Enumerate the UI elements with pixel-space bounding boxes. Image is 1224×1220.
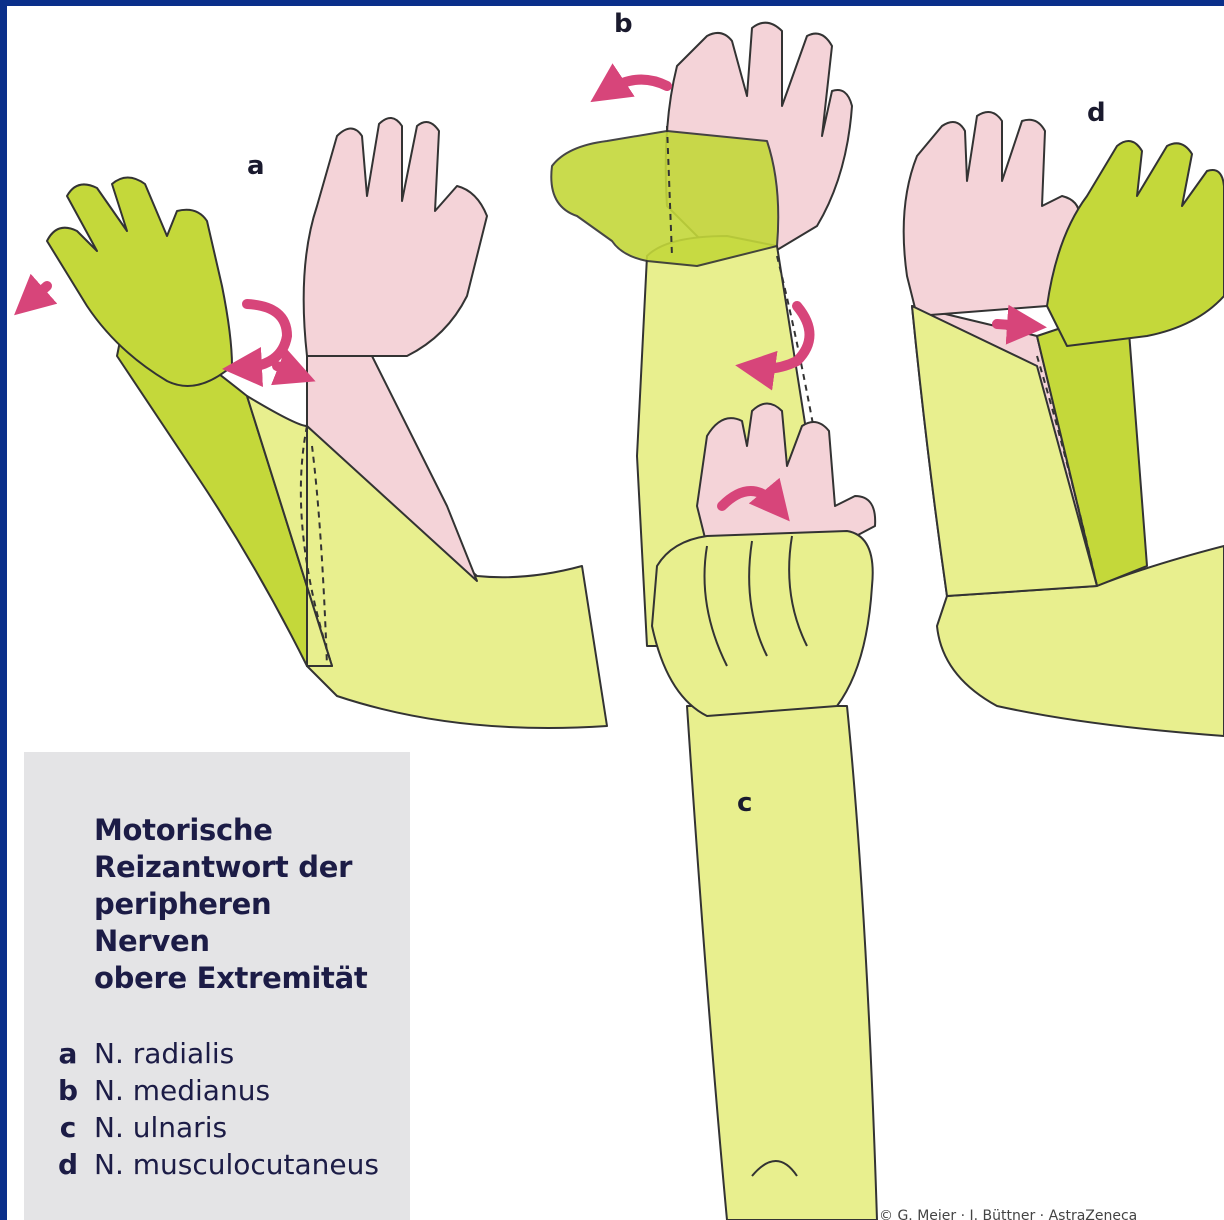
legend-key: b (48, 1074, 88, 1107)
legend-label: N. radialis (94, 1037, 234, 1070)
legend-label: N. musculocutaneus (94, 1148, 379, 1181)
panel-d-arm-illustration (904, 112, 1224, 736)
legend-box: Motorische Reizantwort der peripheren Ne… (24, 752, 410, 1220)
legend-title-line: Nerven (94, 923, 404, 960)
panel-a-extension-arrow (242, 304, 287, 368)
panel-a-arm-illustration (47, 118, 607, 728)
legend-title-line: peripheren (94, 886, 404, 923)
panel-d-flexion-arrow (997, 324, 1027, 326)
panel-d-arrows (997, 324, 1027, 326)
panel-c-lower-arm (687, 706, 877, 1220)
panel-d-green-hand (1047, 141, 1224, 346)
panel-a-upper-arm (307, 426, 607, 728)
legend-item-c: cN. ulnaris (48, 1111, 227, 1147)
panel-label-b: b (614, 9, 633, 39)
legend-item-b: bN. medianus (48, 1074, 270, 1110)
panel-a-green-hand (47, 178, 232, 387)
panel-label-c: c (737, 788, 752, 818)
panel-a-pink-hand (304, 118, 487, 356)
panel-label-d: d (1087, 98, 1106, 128)
legend-item-d: dN. musculocutaneus (48, 1148, 379, 1184)
copyright-notice: © G. Meier · J. Büttner · AstraZeneca (879, 1208, 1137, 1220)
panel-a-wrist-arrow (277, 366, 297, 374)
legend-key: a (48, 1037, 88, 1070)
legend-title-line: Motorische (94, 812, 404, 849)
legend-title-line: Reizantwort der (94, 849, 404, 886)
panel-b-pronation-arrow (607, 80, 667, 91)
legend-key: d (48, 1148, 88, 1181)
legend-label: N. medianus (94, 1074, 270, 1107)
legend-key: c (48, 1111, 88, 1144)
panel-c-fist (652, 531, 873, 716)
legend-label: N. ulnaris (94, 1111, 227, 1144)
legend-title-line: obere Extremität (94, 960, 404, 997)
panel-b-green-fist (551, 131, 778, 266)
legend-title: Motorische Reizantwort der peripheren Ne… (94, 812, 404, 997)
panel-label-a: a (247, 151, 265, 181)
panel-a-finger-arrow (29, 286, 47, 302)
diagram-stage: a b c d Motorische Reizantwort der perip… (7, 6, 1224, 1220)
legend-item-a: aN. radialis (48, 1037, 234, 1073)
